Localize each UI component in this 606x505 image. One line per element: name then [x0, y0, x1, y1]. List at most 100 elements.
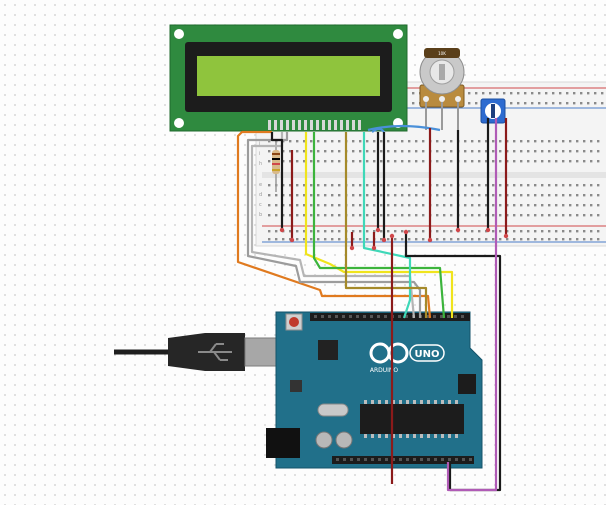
breadboard-hole [366, 214, 369, 217]
breadboard-hole [562, 150, 565, 153]
breadboard-hole [534, 204, 537, 207]
chip-pin [455, 434, 458, 438]
resistor-body [272, 150, 280, 174]
breadboard-hole [373, 140, 376, 143]
breadboard-hole [506, 160, 509, 163]
breadboard-hole [387, 194, 390, 197]
rail-hole [569, 238, 572, 241]
uno-logo-text: UNO [415, 349, 440, 360]
resistor-band-4 [272, 169, 280, 171]
breadboard-holes [268, 92, 604, 241]
breadboard-hole [485, 184, 488, 187]
lcd-pin [280, 120, 283, 130]
breadboard-hole [303, 214, 306, 217]
breadboard-hole [471, 214, 474, 217]
digital-pin-header [310, 313, 470, 321]
breadboard-hole [387, 214, 390, 217]
breadboard-hole [415, 184, 418, 187]
breadboard-hole [331, 184, 334, 187]
breadboard-hole [590, 184, 593, 187]
pot-pin-1 [423, 96, 429, 102]
header-hole [455, 458, 458, 461]
rail-hole [594, 92, 597, 95]
breadboard-hole [436, 150, 439, 153]
row-label-c: c [259, 202, 262, 208]
breadboard-hole [387, 184, 390, 187]
atmega-chip-pins [364, 400, 458, 438]
breadboard-hole [394, 204, 397, 207]
rail-hole [471, 230, 474, 233]
rail-hole [275, 230, 278, 233]
rail-hole [506, 230, 509, 233]
breadboard-hole [513, 184, 516, 187]
breadboard-hole [422, 150, 425, 153]
chip-pin [364, 400, 367, 404]
atmega-chip [360, 404, 464, 434]
breadboard-hole [331, 150, 334, 153]
rail-hole [436, 238, 439, 241]
rail-hole [352, 230, 355, 233]
chip-pin [413, 434, 416, 438]
chip-pin [448, 400, 451, 404]
breadboard-hole [443, 160, 446, 163]
breadboard-hole [394, 150, 397, 153]
rail-hole [275, 238, 278, 241]
breadboard-hole [478, 194, 481, 197]
breadboard-hole [352, 194, 355, 197]
breadboard-hole [380, 140, 383, 143]
breadboard-hole [401, 204, 404, 207]
breadboard-hole [548, 184, 551, 187]
breadboard-hole [534, 214, 537, 217]
breadboard-hole [499, 184, 502, 187]
breadboard-hole [359, 194, 362, 197]
breadboard-hole [331, 140, 334, 143]
breadboard-hole [331, 204, 334, 207]
wire-endpoint [349, 245, 355, 251]
lcd-pin [274, 120, 277, 130]
breadboard-hole [485, 194, 488, 197]
breadboard-hole [506, 204, 509, 207]
wire-green [312, 132, 446, 319]
breadboard-hole [268, 204, 271, 207]
breadboard-hole [436, 160, 439, 163]
breadboard-hole [296, 160, 299, 163]
breadboard-hole [408, 184, 411, 187]
rail-hole [303, 230, 306, 233]
breadboard-hole [576, 194, 579, 197]
pot-pin-3 [455, 96, 461, 102]
lcd-pin [340, 120, 343, 130]
breadboard-hole [464, 184, 467, 187]
rail-hole [573, 92, 576, 95]
rail-hole [478, 230, 481, 233]
breadboard-hole [555, 194, 558, 197]
breadboard-hole [478, 150, 481, 153]
breadboard-hole [597, 150, 600, 153]
breadboard-hole [443, 204, 446, 207]
breadboard-hole [275, 204, 278, 207]
breadboard-hole [590, 194, 593, 197]
breadboard-hole [506, 184, 509, 187]
breadboard-hole [422, 184, 425, 187]
header-hole [378, 458, 381, 461]
breadboard-hole [555, 204, 558, 207]
breadboard-hole [289, 184, 292, 187]
rail-hole [492, 238, 495, 241]
wire-magenta [446, 118, 498, 492]
breadboard-hole [506, 194, 509, 197]
breadboard-hole [471, 184, 474, 187]
breadboard-hole [583, 150, 586, 153]
rail-hole [541, 238, 544, 241]
breadboard-hole [548, 214, 551, 217]
breadboard-hole [534, 184, 537, 187]
breadboard-hole [359, 184, 362, 187]
breadboard-hole [583, 194, 586, 197]
header-hole [385, 458, 388, 461]
rail-hole [352, 238, 355, 241]
chip-pin [371, 400, 374, 404]
breadboard-hole [450, 184, 453, 187]
wire-endpoint [371, 245, 377, 251]
breadboard-hole [317, 214, 320, 217]
breadboard-hole [289, 194, 292, 197]
rail-hole [510, 92, 513, 95]
